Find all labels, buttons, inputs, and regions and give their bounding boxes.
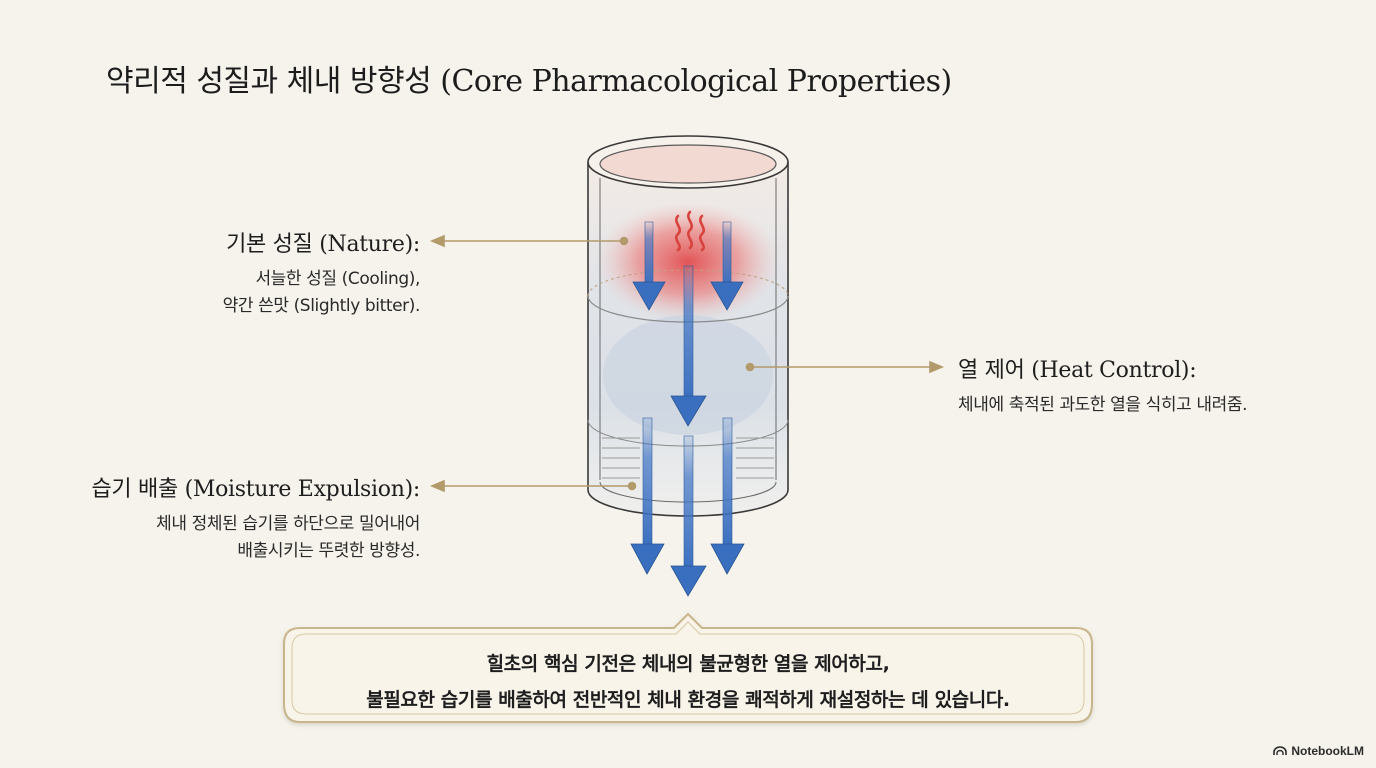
heat-label: 열 제어 (Heat Control): 체내에 축적된 과도한 열을 식히고 …: [958, 352, 1248, 419]
down-arrow-icon: [632, 221, 666, 311]
summary-text: 힐초의 핵심 기전은 체내의 불균형한 열을 제어하고, 불필요한 습기를 배출…: [300, 646, 1076, 718]
heat-heading: 열 제어 (Heat Control):: [958, 358, 1197, 383]
flow-arrows: [630, 221, 745, 597]
moisture-line-2: 배출시키는 뚜렷한 방향성.: [237, 541, 420, 561]
pointer-moisture: [429, 479, 637, 493]
moisture-label: 습기 배출 (Moisture Expulsion): 체내 정체된 습기를 하…: [91, 471, 420, 565]
nature-line-1: 서늘한 성질 (Cooling),: [255, 269, 420, 289]
notebooklm-logo-icon: [1273, 746, 1288, 755]
summary-line-2: 불필요한 습기를 배출하여 전반적인 체내 환경을 쾌적하게 재설정하는 데 있…: [366, 689, 1010, 711]
moisture-description: 체내 정체된 습기를 하단으로 밀어내어 배출시키는 뚜렷한 방향성.: [91, 511, 420, 565]
down-arrow-icon: [710, 221, 744, 311]
moisture-line-1: 체내 정체된 습기를 하단으로 밀어내어: [156, 514, 420, 534]
pointer-nature: [429, 234, 629, 248]
nature-heading: 기본 성질 (Nature):: [226, 232, 420, 257]
summary-frame: [283, 612, 1093, 723]
brand-name: NotebookLM: [1291, 744, 1364, 758]
page-title: 약리적 성질과 체내 방향성 (Core Pharmacological Pro…: [106, 64, 952, 99]
nature-line-2: 약간 쓴맛 (Slightly bitter).: [222, 296, 421, 316]
summary-line-1: 힐초의 핵심 기전은 체내의 불균형한 열을 제어하고,: [486, 653, 890, 675]
moisture-heading: 습기 배출 (Moisture Expulsion):: [91, 477, 420, 502]
down-arrow-icon: [670, 435, 707, 597]
down-arrow-icon: [630, 417, 665, 575]
nature-description: 서늘한 성질 (Cooling), 약간 쓴맛 (Slightly bitter…: [222, 266, 421, 320]
pointer-heat: [745, 360, 945, 374]
heat-wave-icon: [675, 210, 705, 252]
heat-line-1: 체내에 축적된 과도한 열을 식히고 내려줌.: [958, 395, 1248, 415]
nature-label: 기본 성질 (Nature): 서늘한 성질 (Cooling), 약간 쓴맛 …: [222, 226, 421, 320]
brand-watermark: NotebookLM: [1273, 744, 1364, 758]
down-arrow-icon: [710, 417, 745, 575]
heat-description: 체내에 축적된 과도한 열을 식히고 내려줌.: [958, 392, 1248, 419]
down-arrow-icon: [670, 265, 707, 427]
